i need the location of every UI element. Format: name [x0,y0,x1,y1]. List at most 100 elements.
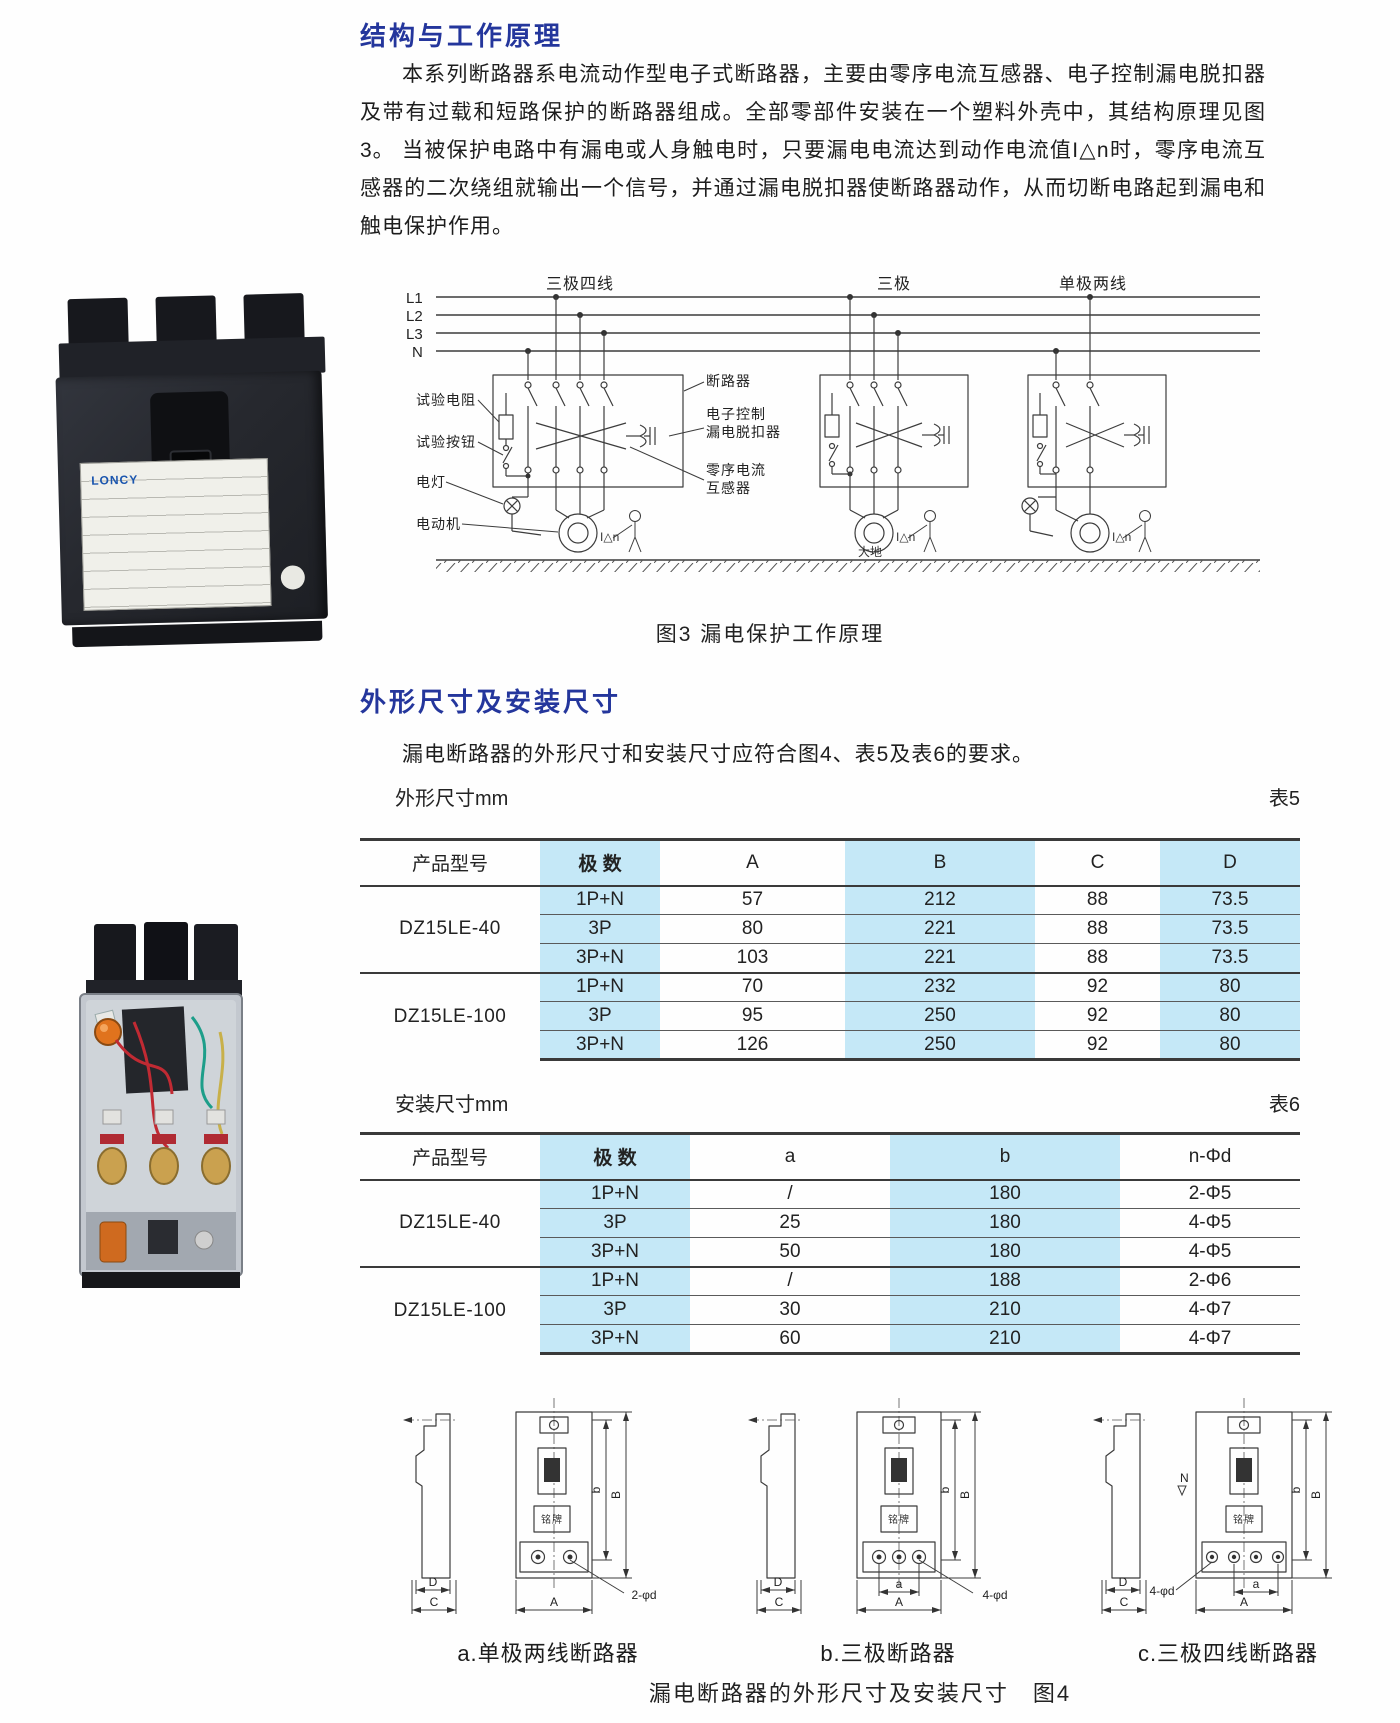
dimension-label-c: C [775,1595,784,1609]
table-cell: 3P [540,1208,690,1238]
dimension-label-4phid: 4-φd [982,1588,1007,1602]
dimension-label-c: C [1120,1595,1129,1609]
table-cell: 80 [1160,1001,1300,1031]
column-header: a [690,1132,890,1181]
trip-current-label: I△n [896,530,915,544]
table-cell: 57 [741,889,764,911]
table-cell: 180 [890,1237,1120,1267]
nameplate-label: 铭牌 [888,1513,910,1526]
table-row: 3P 95 250 92 80 [360,1001,1300,1031]
dimension-label-a-small: a [896,1577,903,1591]
trip-current-label: I△n [1112,530,1131,544]
dimension-label-d: D [1119,1575,1128,1589]
column-header: C [1035,838,1160,887]
column-header: 产品型号 [360,1132,540,1181]
table-cell: 2-Φ6 [1120,1265,1300,1296]
paragraph-dimensions-intro: 漏电断路器的外形尺寸和安装尺寸应符合图4、表5及表6的要求。 [402,743,1035,766]
person-figure [907,510,937,553]
section-title-dimensions: 外形尺寸及安装尺寸 [360,687,622,717]
column-header: 极 数 [540,838,660,887]
table-cell: 88 [1035,914,1160,944]
table-cell: 88 [1086,889,1109,911]
dimension-label-a-big: A [1240,1595,1248,1609]
table-cell: 4-Φ5 [1120,1237,1300,1267]
column-header: D [1160,838,1300,887]
brand-text: LONCY [91,472,139,488]
figure3-svg: L1 L2 L3 N 三极四线 三极 单极两线 [406,275,1260,572]
table-cell: 80 [1160,971,1300,1002]
figure4-drawing-b: D C 铭牌 b B a A 4-φ [748,1398,1008,1614]
person-figure [1122,510,1152,553]
breaker-unit-3p [819,297,969,553]
figure4-caption-a: a.单极两线断路器 [457,1641,639,1666]
trip-current-label: I△n [600,530,619,544]
table6-header-row: 产品型号 极 数 a b n-Φd [360,1132,1300,1181]
product-photo-molded-breaker: LONCY [53,292,334,648]
table5-header-row: 产品型号 极 数 A B C D [360,838,1300,887]
figure4-drawing-c: D C 铭牌 N b B a [1093,1398,1332,1614]
table-cell: 1P+N [540,1265,690,1296]
dimension-label-c: C [430,1595,439,1609]
bus-junction-dots [525,294,1093,354]
table-cell: 250 [845,1001,1035,1031]
nameplate-label: 铭牌 [541,1513,563,1526]
dimension-label-2phid: 2-φd [631,1588,656,1602]
group-label-3p: 三极 [877,275,911,293]
dimension-label-b-small: b [1289,1486,1303,1493]
table-cell: 103 [660,943,845,973]
table-cell: 126 [660,1030,845,1061]
table-cell: 80 [1160,1030,1300,1061]
dimension-label-b-big: B [1309,1491,1323,1499]
group-label-3p4w: 三极四线 [546,275,614,293]
table-row: DZ15LE-40 1P+N 57 212 88 73.5 [360,885,1300,939]
table-row: 3P 30 210 4-Φ7 [360,1295,1300,1325]
table-cell: 3P+N [540,943,660,973]
product-photo-transparent-breaker [72,922,250,1290]
label-zct-1: 零序电流 [706,462,766,478]
dimension-label-d: D [774,1575,783,1589]
figure4-outline-drawings: D C 铭牌 b B A 2-φd [388,1390,1388,1630]
label-lamp: 电灯 [416,474,446,490]
nameplate-label: 铭牌 [1233,1513,1255,1526]
breaker-nameplate-label: LONCY [79,458,272,611]
table-row: DZ15LE-100 1P+N 70 232 92 80 [360,971,1300,1060]
dimension-label-4phid: 4-φd [1149,1584,1174,1598]
bus-label-l1: L1 [406,290,423,307]
table-cell: 73.5 [1160,885,1300,915]
model-cell: DZ15LE-100 [360,1265,540,1354]
column-header: B [845,838,1035,887]
breaker-test-button [280,565,306,590]
table-cell: 221 [845,914,1035,944]
table-row: 3P+N 60 210 4-Φ7 [360,1324,1300,1355]
table-cell: 232 [845,971,1035,1002]
table-cell: 1P+N [540,1179,690,1209]
model-cell: DZ15LE-40 [399,1212,501,1233]
section-title-structure: 结构与工作原理 [360,21,564,51]
table-cell: 212 [845,885,1035,915]
table-cell: 1P+N [540,885,660,915]
bus-label-l3: L3 [406,326,423,343]
table-cell: 1P+N [540,971,660,1002]
dimension-label-b-small: b [938,1486,952,1493]
column-header: 极 数 [540,1132,690,1181]
label-breaker: 断路器 [706,373,751,389]
label-earth: 大地 [858,545,882,559]
table-cell: 70 [660,971,845,1002]
person-figure [612,510,642,553]
table-row: 3P 25 180 4-Φ5 [360,1208,1300,1238]
label-test-button: 试验按钮 [416,434,476,450]
table-cell: 80 [660,914,845,944]
table-cell: 88 [1035,943,1160,973]
table-cell: / [787,1183,793,1205]
table-cell: 95 [660,1001,845,1031]
table-cell: 188 [890,1265,1120,1296]
table-cell: 92 [1035,1001,1160,1031]
table-cell: 50 [690,1237,890,1267]
table-cell: 73.5 [1160,943,1300,973]
table6-title-row: 安装尺寸mm 表6 [360,1088,1300,1117]
dimension-label-b-big: B [958,1491,972,1499]
table5-outline-dimensions: 产品型号 极 数 A B C D DZ15LE-40 1P+N 57 212 8… [360,838,1300,1061]
breaker-unit-3p4w [492,297,684,553]
bus-label-l2: L2 [406,308,423,325]
